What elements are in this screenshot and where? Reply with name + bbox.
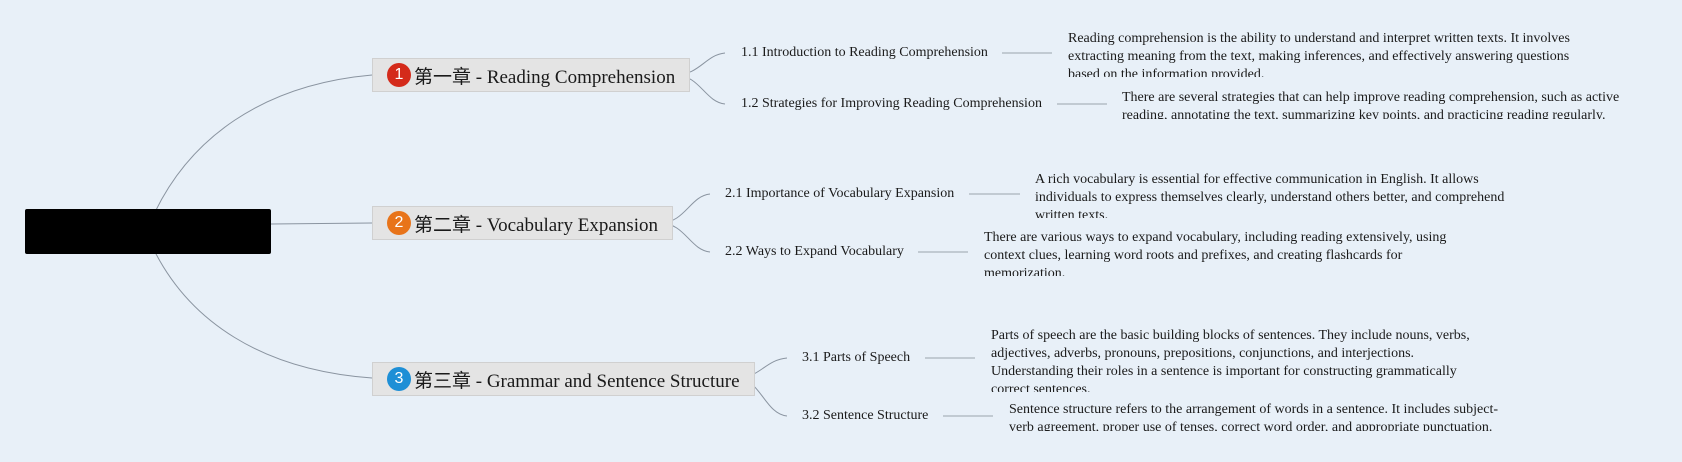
section-node-2-2[interactable]: 2.2 Ways to Expand Vocabulary [725,244,904,260]
chapter-number-badge: 1 [387,63,411,87]
section-title: 3.1 Parts of Speech [802,350,911,365]
section-node-1-1[interactable]: 1.1 Introduction to Reading Comprehensio… [741,45,988,61]
chapter-title: 第二章 - Vocabulary Expansion [414,214,658,236]
section-description-3-1: Parts of speech are the basic building b… [991,328,1470,392]
section-title: 2.2 Ways to Expand Vocabulary [725,244,904,259]
chapter-node-1[interactable]: 1 第一章 - Reading Comprehension [372,58,691,92]
chapter-node-2[interactable]: 2 第二章 - Vocabulary Expansion [372,206,673,240]
chapter-number-badge: 3 [387,367,411,391]
chapter-node-3[interactable]: 3 第三章 - Grammar and Sentence Structure [372,362,755,396]
section-node-2-1[interactable]: 2.1 Importance of Vocabulary Expansion [725,186,954,202]
section-title: 2.1 Importance of Vocabulary Expansion [725,186,955,201]
chapter-title: 第一章 - Reading Comprehension [414,66,676,88]
section-description-1-2: There are several strategies that can he… [1122,90,1620,119]
section-description-3-2: Sentence structure refers to the arrange… [1009,402,1499,431]
section-description-1-1: Reading comprehension is the ability to … [1068,31,1570,77]
section-title: 3.2 Sentence Structure [802,408,929,423]
section-node-3-1[interactable]: 3.1 Parts of Speech [802,350,910,366]
section-title: 1.1 Introduction to Reading Comprehensio… [741,45,988,60]
section-node-3-2[interactable]: 3.2 Sentence Structure [802,408,928,424]
section-title: 1.2 Strategies for Improving Reading Com… [741,96,1042,111]
chapter-number-badge: 2 [387,211,411,235]
section-node-1-2[interactable]: 1.2 Strategies for Improving Reading Com… [741,96,1042,112]
root-topic[interactable] [25,209,271,254]
chapter-title: 第三章 - Grammar and Sentence Structure [414,370,740,392]
section-description-2-1: A rich vocabulary is essential for effec… [1035,172,1505,218]
section-description-2-2: There are various ways to expand vocabul… [984,230,1447,276]
